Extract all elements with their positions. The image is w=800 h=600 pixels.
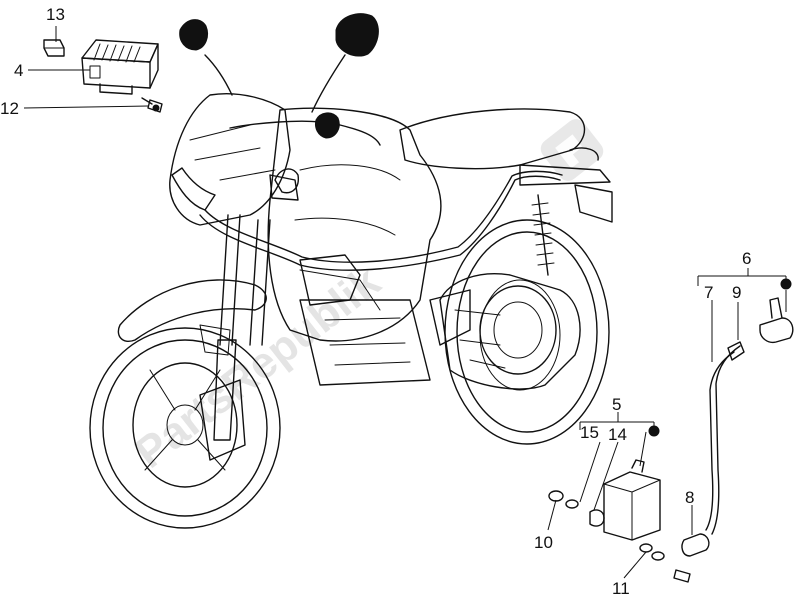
callout-5[interactable]: 5: [612, 395, 621, 414]
body-fairing: [267, 107, 442, 386]
callout-15[interactable]: 15: [580, 423, 599, 442]
bolt-part: [141, 97, 163, 113]
group-dot-6: [780, 278, 792, 290]
voltage-regulator-part: [81, 39, 159, 95]
engine-assembly: [429, 273, 581, 390]
rear-wheel: [444, 219, 610, 445]
washer-nut-parts: [548, 490, 691, 583]
ignition-coil-part: [589, 459, 661, 541]
callout-11[interactable]: 11: [612, 579, 630, 598]
spark-plug-cap-part: [681, 297, 794, 557]
callout-4[interactable]: 4: [14, 61, 23, 80]
front-fender: [117, 279, 267, 356]
connector-clip-part: [43, 39, 65, 57]
watermark: PartsRepublik: [126, 119, 604, 478]
callout-8[interactable]: 8: [685, 488, 694, 507]
callout-13[interactable]: 13: [46, 5, 65, 24]
callout-12[interactable]: 12: [0, 99, 19, 118]
front-wheel: [89, 327, 281, 529]
front-fairing: [169, 93, 299, 226]
callout-9[interactable]: 9: [732, 283, 741, 302]
group-dot-5: [648, 425, 660, 437]
wiring-harness: [199, 170, 563, 271]
callout-7[interactable]: 7: [704, 283, 713, 302]
callout-6[interactable]: 6: [742, 249, 751, 268]
leader-lines: [23, 26, 787, 579]
callout-14[interactable]: 14: [608, 425, 627, 444]
motorcycle-drawing: [89, 13, 613, 529]
callout-labels: 13 4 12 6 7 9 5 15 14 8 10 11: [0, 5, 751, 598]
handlebars-mirrors: [179, 13, 381, 194]
callout-10[interactable]: 10: [534, 533, 553, 552]
rear-shock: [531, 194, 555, 276]
